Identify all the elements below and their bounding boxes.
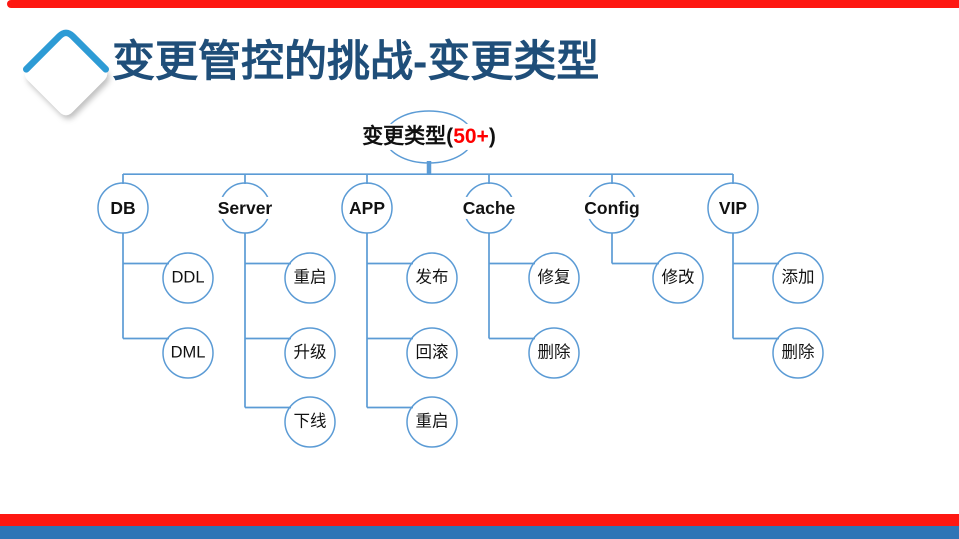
top-accent-bar [7,0,959,8]
page-title: 变更管控的挑战-变更类型 [112,38,600,86]
branch-node-app: APP [345,196,389,220]
leaf-node-server-offline: 下线 [289,411,331,433]
leaf-node-config-modify: 修改 [657,267,699,289]
leaf-node-vip-add: 添加 [777,267,819,289]
root-count: 50+ [453,124,489,148]
leaf-node-vip-delete: 删除 [777,342,819,364]
branch-node-cache: Cache [458,196,520,220]
leaf-node-server-upgrade: 升级 [289,342,331,364]
branch-node-config: Config [580,196,644,220]
leaf-node-app-rollback: 回滚 [411,342,453,364]
leaf-node-app-restart: 重启 [411,411,453,433]
bottom-red-bar [0,514,959,526]
leaf-node-db-ddl: DDL [167,267,209,289]
root-label-suffix: ) [488,124,496,148]
branch-node-vip: VIP [714,196,752,220]
tree-root-node: 变更类型(50+) [358,123,500,151]
diamond-logo-icon [22,29,110,116]
leaf-node-db-dml: DML [166,342,210,364]
leaf-node-cache-repair: 修复 [533,267,575,289]
branch-node-db: DB [106,196,140,220]
bottom-blue-bar [0,526,959,539]
leaf-node-app-release: 发布 [411,267,453,289]
branch-node-server: Server [213,196,277,220]
leaf-node-server-restart: 重启 [289,267,331,289]
root-label-prefix: 变更类型( [362,124,454,148]
leaf-node-cache-delete: 删除 [533,342,575,364]
